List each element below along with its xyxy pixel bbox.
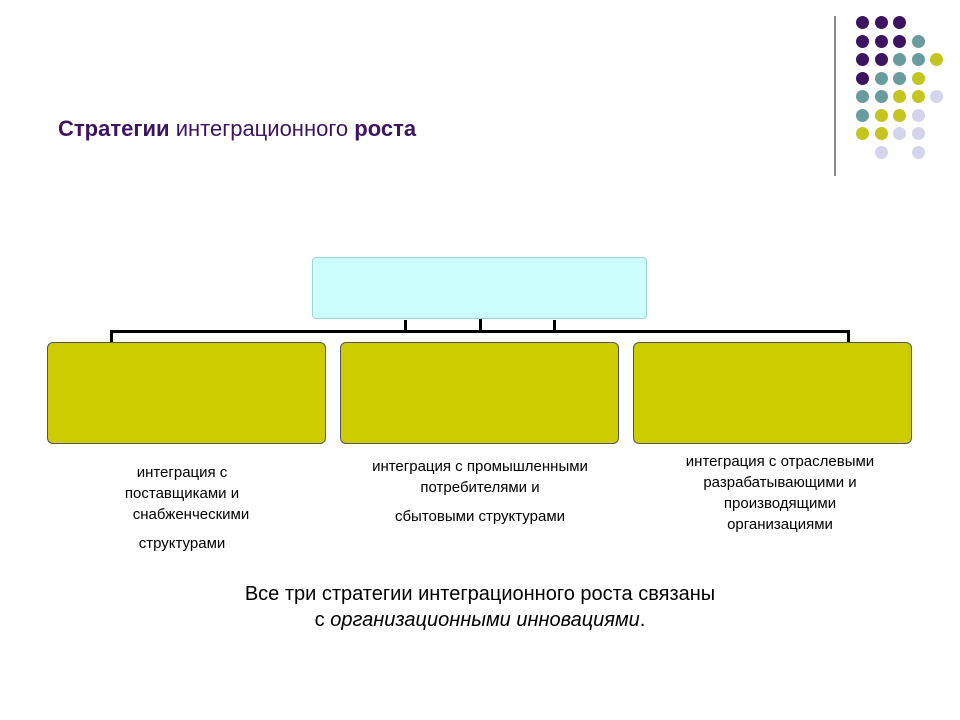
decor-dot — [911, 53, 925, 66]
decor-dot — [911, 90, 925, 103]
caption-3-line-4: организациями — [727, 516, 833, 533]
caption-3-line-1: интеграция с отраслевыми — [685, 453, 875, 470]
decor-dot — [856, 127, 869, 140]
decor-dot — [911, 34, 925, 48]
caption-2-line-2: потребителями и — [420, 479, 540, 496]
summary-line-2-italic: организационными инновациями — [330, 609, 640, 631]
decor-dot — [856, 53, 869, 66]
connector-right — [847, 330, 850, 342]
caption-1-line-4: структурами — [138, 535, 226, 552]
title-word-1: Стратегии — [58, 116, 170, 141]
decor-dot — [911, 71, 925, 85]
caption-3-line-3: производящими — [723, 495, 837, 512]
branch-caption-2: интеграция с промышленными потребителями… — [330, 456, 630, 527]
summary-line-2-prefix: с — [314, 609, 331, 631]
decor-dot — [893, 34, 906, 48]
decor-dot — [874, 145, 888, 159]
caption-1-line-1: интеграция с — [136, 464, 228, 481]
decor-dot — [893, 16, 906, 29]
connector-mid-right — [553, 320, 556, 332]
decor-dot — [911, 108, 925, 122]
branch-caption-1: интеграция с поставщиками и снабженчески… — [82, 462, 282, 554]
summary-line-2: с организационными инновациями. — [130, 607, 830, 633]
branch-caption-3: интеграция с отраслевыми разрабатывающим… — [645, 451, 915, 535]
decor-dot — [856, 71, 869, 85]
decor-dot — [893, 71, 906, 85]
decor-dot — [874, 108, 888, 122]
connector-left — [110, 330, 113, 342]
decor-dot — [893, 53, 906, 66]
summary-text: Все три стратегии интеграционного роста … — [130, 581, 830, 633]
decor-dot — [911, 127, 925, 140]
top-box — [312, 257, 647, 319]
slide-title: Стратегии интеграционного роста — [58, 116, 416, 142]
decor-dot — [874, 90, 888, 103]
decor-dot — [874, 34, 888, 48]
caption-2-line-3: сбытовыми структурами — [394, 508, 566, 525]
decor-dot — [893, 108, 906, 122]
connector-stem — [479, 319, 482, 333]
decor-dot — [856, 34, 869, 48]
caption-3-line-2: разрабатывающими и — [703, 474, 857, 491]
decor-dot — [874, 53, 888, 66]
connector-mid-left — [404, 320, 407, 332]
decor-dot — [893, 127, 906, 140]
branch-box-2 — [340, 342, 619, 444]
caption-1-line-2: поставщиками и — [124, 485, 240, 502]
decor-dot — [930, 53, 943, 66]
caption-2-line-1: интеграция с промышленными — [372, 458, 588, 475]
decor-divider-line — [834, 16, 836, 176]
decor-dot — [856, 90, 869, 103]
decor-dot — [930, 90, 943, 103]
summary-line-2-suffix: . — [639, 609, 646, 631]
branch-box-1 — [47, 342, 326, 444]
decor-dot — [893, 90, 906, 103]
caption-1-line-3: снабженческими — [132, 506, 250, 523]
decor-dot — [874, 127, 888, 140]
decor-dot — [911, 145, 925, 159]
decor-dot — [874, 16, 888, 29]
title-word-2: интеграционного — [175, 116, 349, 141]
branch-box-3 — [633, 342, 912, 444]
title-word-3: роста — [354, 116, 417, 141]
decor-dot — [856, 16, 869, 29]
summary-line-1: Все три стратегии интеграционного роста … — [244, 583, 716, 605]
decor-dot — [856, 108, 869, 122]
decor-dot — [874, 71, 888, 85]
connector-horizontal — [110, 330, 850, 333]
